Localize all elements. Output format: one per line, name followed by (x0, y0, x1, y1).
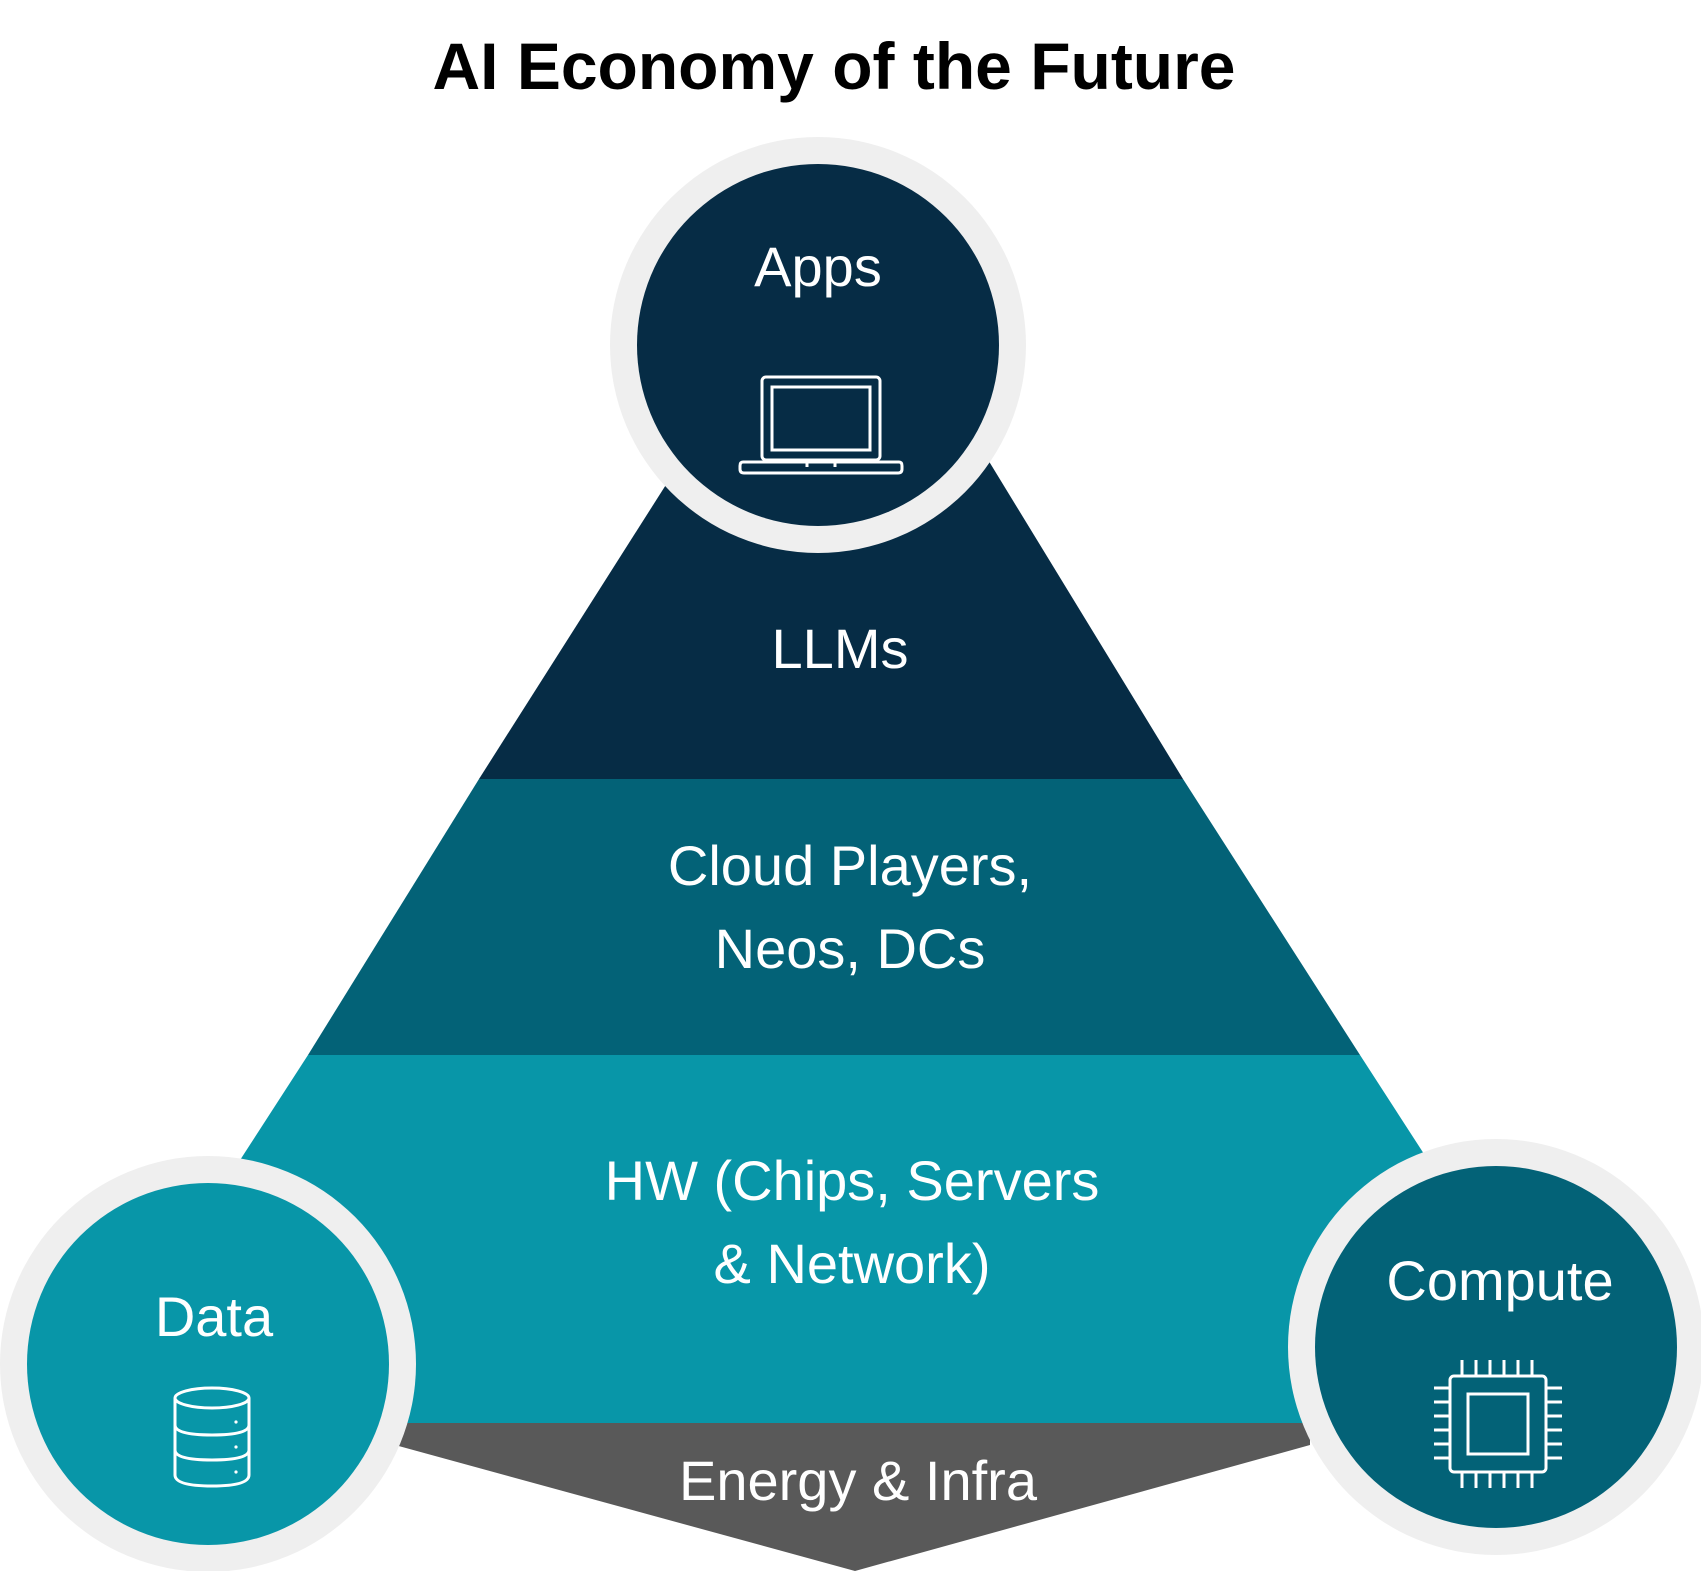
llms-layer (479, 445, 1183, 779)
data-node: Data (0, 1156, 416, 1571)
laptop-icon (738, 375, 904, 475)
cloud-layer (308, 779, 1360, 1055)
cloud-label-line2: Neos, DCs (715, 917, 986, 980)
llms-label: LLMs (772, 617, 909, 680)
energy-infra-layer (395, 1423, 1310, 1571)
apps-label: Apps (754, 235, 882, 298)
diagram-title: AI Economy of the Future (432, 29, 1236, 103)
cloud-label-line1: Cloud Players, (668, 834, 1032, 897)
apps-node: Apps (610, 137, 1026, 553)
energy-label: Energy & Infra (679, 1449, 1038, 1512)
hw-label-line2: & Network) (714, 1232, 991, 1295)
compute-label: Compute (1386, 1249, 1613, 1312)
database-icon (173, 1386, 251, 1488)
cpu-chip-icon (1434, 1360, 1562, 1488)
data-label: Data (155, 1285, 274, 1348)
hw-layer (70, 1055, 1598, 1423)
hw-label-line1: HW (Chips, Servers (605, 1149, 1100, 1212)
compute-node: Compute (1288, 1139, 1701, 1555)
